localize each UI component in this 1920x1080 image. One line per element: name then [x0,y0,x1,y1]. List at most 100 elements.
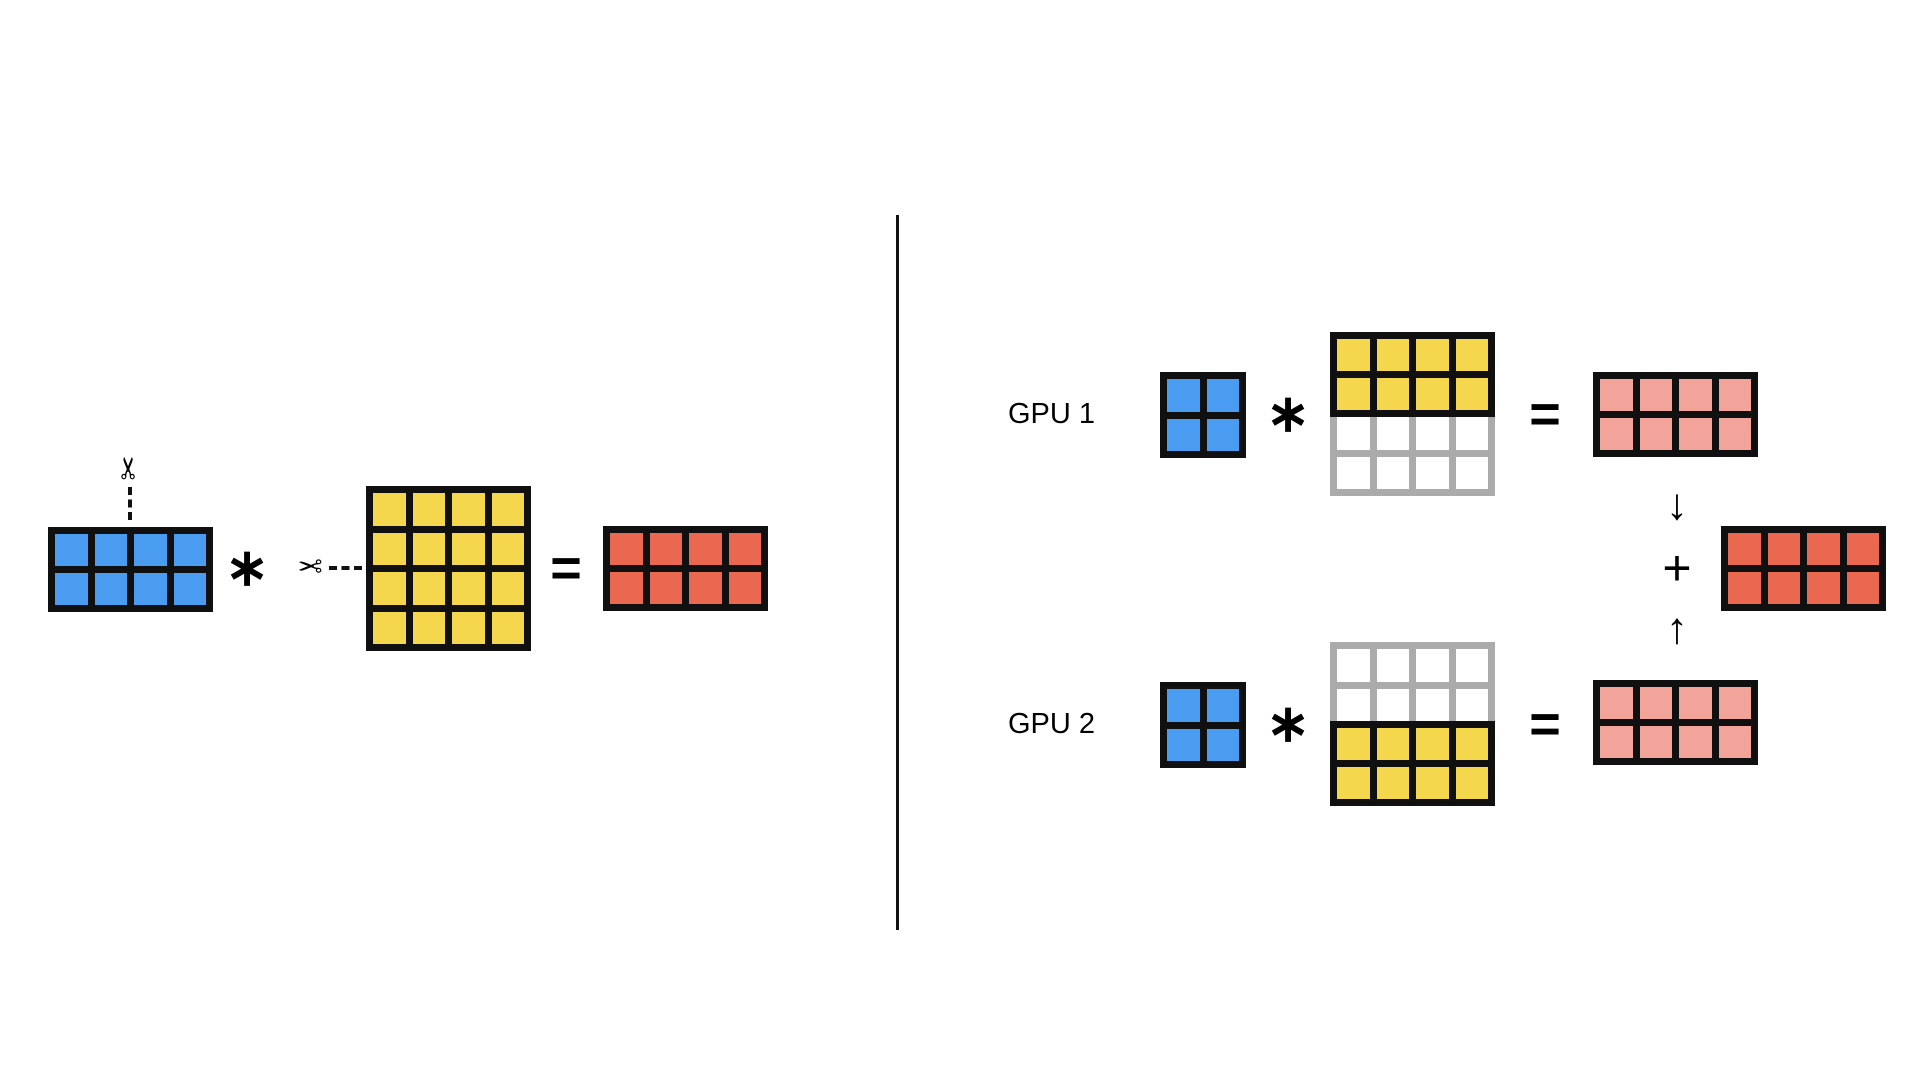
matrix-cell [1639,379,1672,411]
matrix-cell [1846,572,1879,604]
gpu1-multiply-operator: ∗ [1266,385,1310,443]
matrix-cell [1376,378,1409,410]
matrix-cell [1600,418,1633,450]
gpu2-matrix-b-active-yellow [1330,721,1495,806]
matrix-c-red [603,526,768,611]
matrix-cell [134,573,167,605]
gpu2-equals-operator: = [1529,694,1561,754]
matrix-cell [1455,378,1488,410]
matrix-cell [1337,339,1370,371]
matrix-cell [1679,726,1712,758]
matrix-cell [1455,417,1488,450]
matrix-cell [1337,728,1370,760]
matrix-cell [1846,533,1879,565]
matrix-cell [1767,572,1800,604]
matrix-cell [373,611,406,644]
gpu1-matrix-a-blue [1160,372,1246,458]
matrix-cell [1416,417,1449,450]
matrix-cell [728,572,761,604]
matrix-cell [689,572,722,604]
matrix-cell [1206,728,1239,761]
matrix-cell [1376,688,1409,721]
matrix-cell [1376,767,1409,799]
matrix-cell [1376,339,1409,371]
matrix-a-blue [48,527,213,612]
multiply-operator: ∗ [225,539,269,597]
matrix-cell [1718,379,1751,411]
matrix-cell [1416,378,1449,410]
matrix-cell [1600,687,1633,719]
matrix-cell [1416,649,1449,682]
matrix-cell [689,533,722,565]
matrix-cell [1416,728,1449,760]
matrix-cell [1639,687,1672,719]
matrix-cell [452,493,485,526]
matrix-cell [452,532,485,565]
matrix-cell [1167,689,1200,722]
gpu1-label: GPU 1 [1008,398,1096,430]
matrix-cell [1206,689,1239,722]
matrix-cell [173,573,206,605]
matrix-cell [1679,687,1712,719]
cut-line-horizontal [329,566,362,570]
equals-operator: = [550,538,582,598]
gpu2-partial-result-pink [1593,680,1758,765]
matrix-cell [1600,379,1633,411]
gpu1-matrix-b-active-yellow [1330,332,1495,417]
panel-divider [896,215,899,930]
matrix-cell [1455,688,1488,721]
matrix-cell [1337,417,1370,450]
matrix-cell [1728,572,1761,604]
matrix-cell [491,572,524,605]
matrix-cell [1167,379,1200,412]
matrix-cell [1767,533,1800,565]
matrix-cell [610,533,643,565]
matrix-cell [1167,418,1200,451]
plus-operator: + [1662,540,1692,596]
matrix-cell [1416,339,1449,371]
matrix-cell [728,533,761,565]
matrix-cell [373,532,406,565]
matrix-cell [1206,379,1239,412]
down-arrow-icon: ↓ [1666,480,1688,529]
matrix-cell [1639,726,1672,758]
gpu1-equals-operator: = [1529,384,1561,444]
matrix-cell [1718,418,1751,450]
matrix-cell [491,532,524,565]
matrix-cell [1337,649,1370,682]
matrix-cell [452,611,485,644]
matrix-cell [1416,688,1449,721]
gpu2-matrix-a-blue [1160,682,1246,768]
matrix-cell [412,532,445,565]
matrix-cell [1807,572,1840,604]
matrix-b-yellow [366,486,531,651]
matrix-cell [1337,456,1370,489]
matrix-cell [1807,533,1840,565]
gpu2-label: GPU 2 [1008,708,1096,740]
matrix-cell [1337,378,1370,410]
matrix-cell [94,534,127,566]
matrix-cell [55,573,88,605]
matrix-cell [452,572,485,605]
matrix-cell [134,534,167,566]
up-arrow-icon: ↑ [1666,604,1688,653]
matrix-cell [1376,417,1409,450]
matrix-cell [1639,418,1672,450]
summed-result-red [1721,526,1886,611]
matrix-cell [1416,456,1449,489]
matrix-cell [1600,726,1633,758]
matrix-cell [173,534,206,566]
gpu2-matrix-b-inactive-white [1330,642,1495,721]
matrix-cell [373,572,406,605]
matrix-cell [1376,456,1409,489]
matrix-cell [649,572,682,604]
matrix-cell [94,573,127,605]
matrix-cell [1718,687,1751,719]
matrix-cell [1679,418,1712,450]
matrix-cell [649,533,682,565]
matrix-cell [491,493,524,526]
matrix-cell [610,572,643,604]
matrix-cell [412,572,445,605]
matrix-cell [1376,728,1409,760]
